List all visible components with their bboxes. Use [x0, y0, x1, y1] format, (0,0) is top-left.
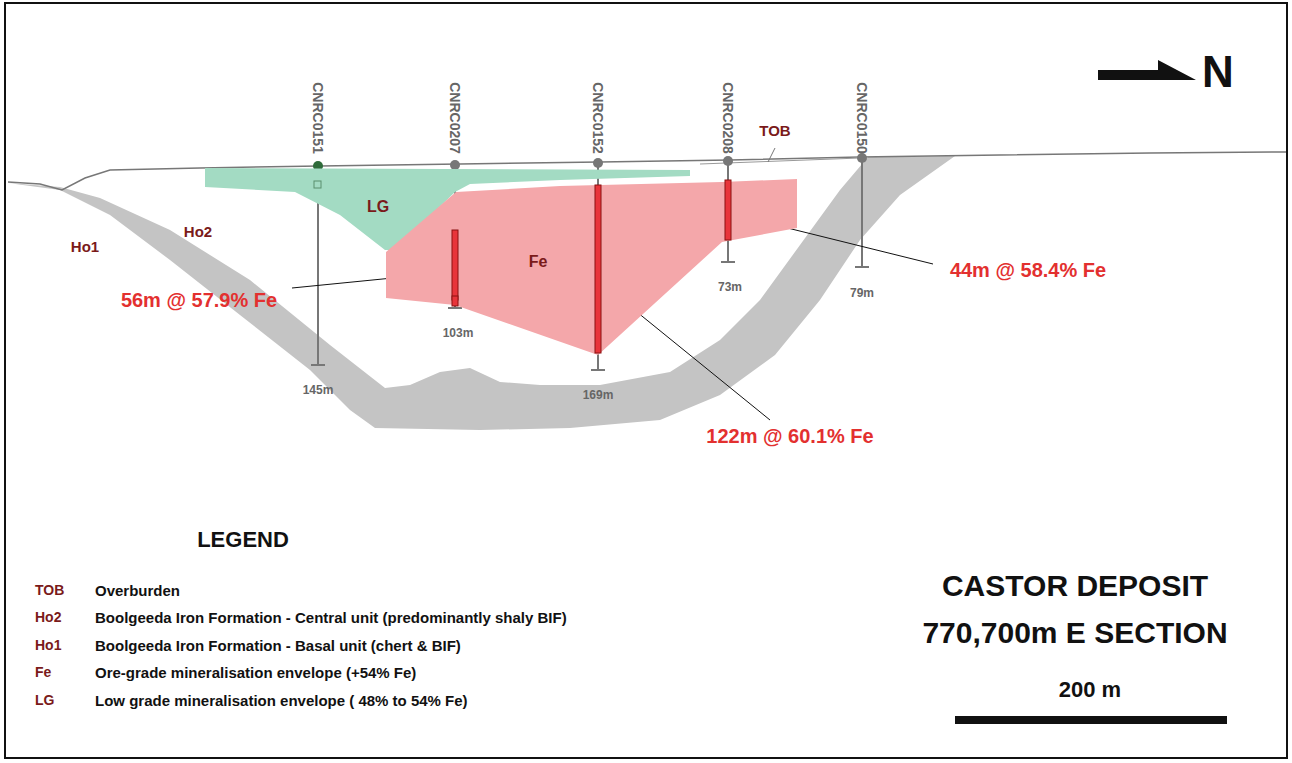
unit-label: Ho1: [71, 239, 99, 254]
legend-code: LG: [35, 693, 54, 707]
legend-text: Boolgeeda Iron Formation - Central unit …: [95, 610, 567, 625]
legend-text: Overburden: [95, 583, 180, 598]
ore-intercept: [725, 180, 731, 240]
zone-label: Fe: [529, 254, 548, 270]
intercept-callout: 44m @ 58.4% Fe: [950, 260, 1106, 280]
envelope-fill: [386, 179, 797, 355]
frame: [5, 3, 1287, 758]
legend-code: Ho1: [35, 638, 61, 652]
hole-depth: 73m: [718, 281, 742, 293]
hole-id: CNRC0151: [311, 82, 325, 154]
caption: 770,700m E SECTION: [922, 618, 1227, 648]
legend-heading: LEGEND: [197, 529, 289, 551]
legend-text: Ore-grade mineralisation envelope (+54% …: [95, 665, 416, 680]
legend-text: Boolgeeda Iron Formation - Basal unit (c…: [95, 638, 461, 653]
hole-depth: 145m: [303, 384, 334, 396]
title: CASTOR DEPOSIT: [942, 571, 1208, 601]
scale-label: 200 m: [1059, 679, 1121, 701]
zone-label: LG: [367, 199, 389, 215]
hole-id: CNRC0207: [448, 82, 462, 154]
intercept-callout: 56m @ 57.9% Fe: [121, 290, 277, 310]
hole-id: CNRC0208: [721, 82, 735, 154]
intercept-callout: 122m @ 60.1% Fe: [706, 426, 873, 446]
tob-leader: [768, 148, 775, 162]
legend-code: Ho2: [35, 610, 61, 624]
north-label: N: [1202, 50, 1234, 94]
hole-id: CNRC0150: [855, 82, 869, 154]
hole-depth: 79m: [850, 287, 874, 299]
low-grade-intercept: [314, 181, 321, 188]
legend-code: Fe: [35, 665, 51, 679]
ore-intercept: [452, 230, 458, 300]
unit-label: Ho2: [184, 224, 212, 239]
legend-code: TOB: [35, 583, 64, 597]
ore-intercept: [595, 185, 601, 353]
hole-depth: 169m: [583, 389, 614, 401]
hole-id: CNRC0152: [591, 82, 605, 154]
north-arrow: [1098, 60, 1196, 80]
legend-text: Low grade mineralisation envelope ( 48% …: [95, 693, 468, 708]
hole-depth: 103m: [443, 327, 474, 339]
basal-unit-band: [8, 156, 955, 430]
ore-intercept: [452, 296, 458, 306]
scale-bar: [955, 716, 1227, 724]
unit-label: TOB: [759, 123, 790, 138]
collars: [313, 153, 867, 171]
